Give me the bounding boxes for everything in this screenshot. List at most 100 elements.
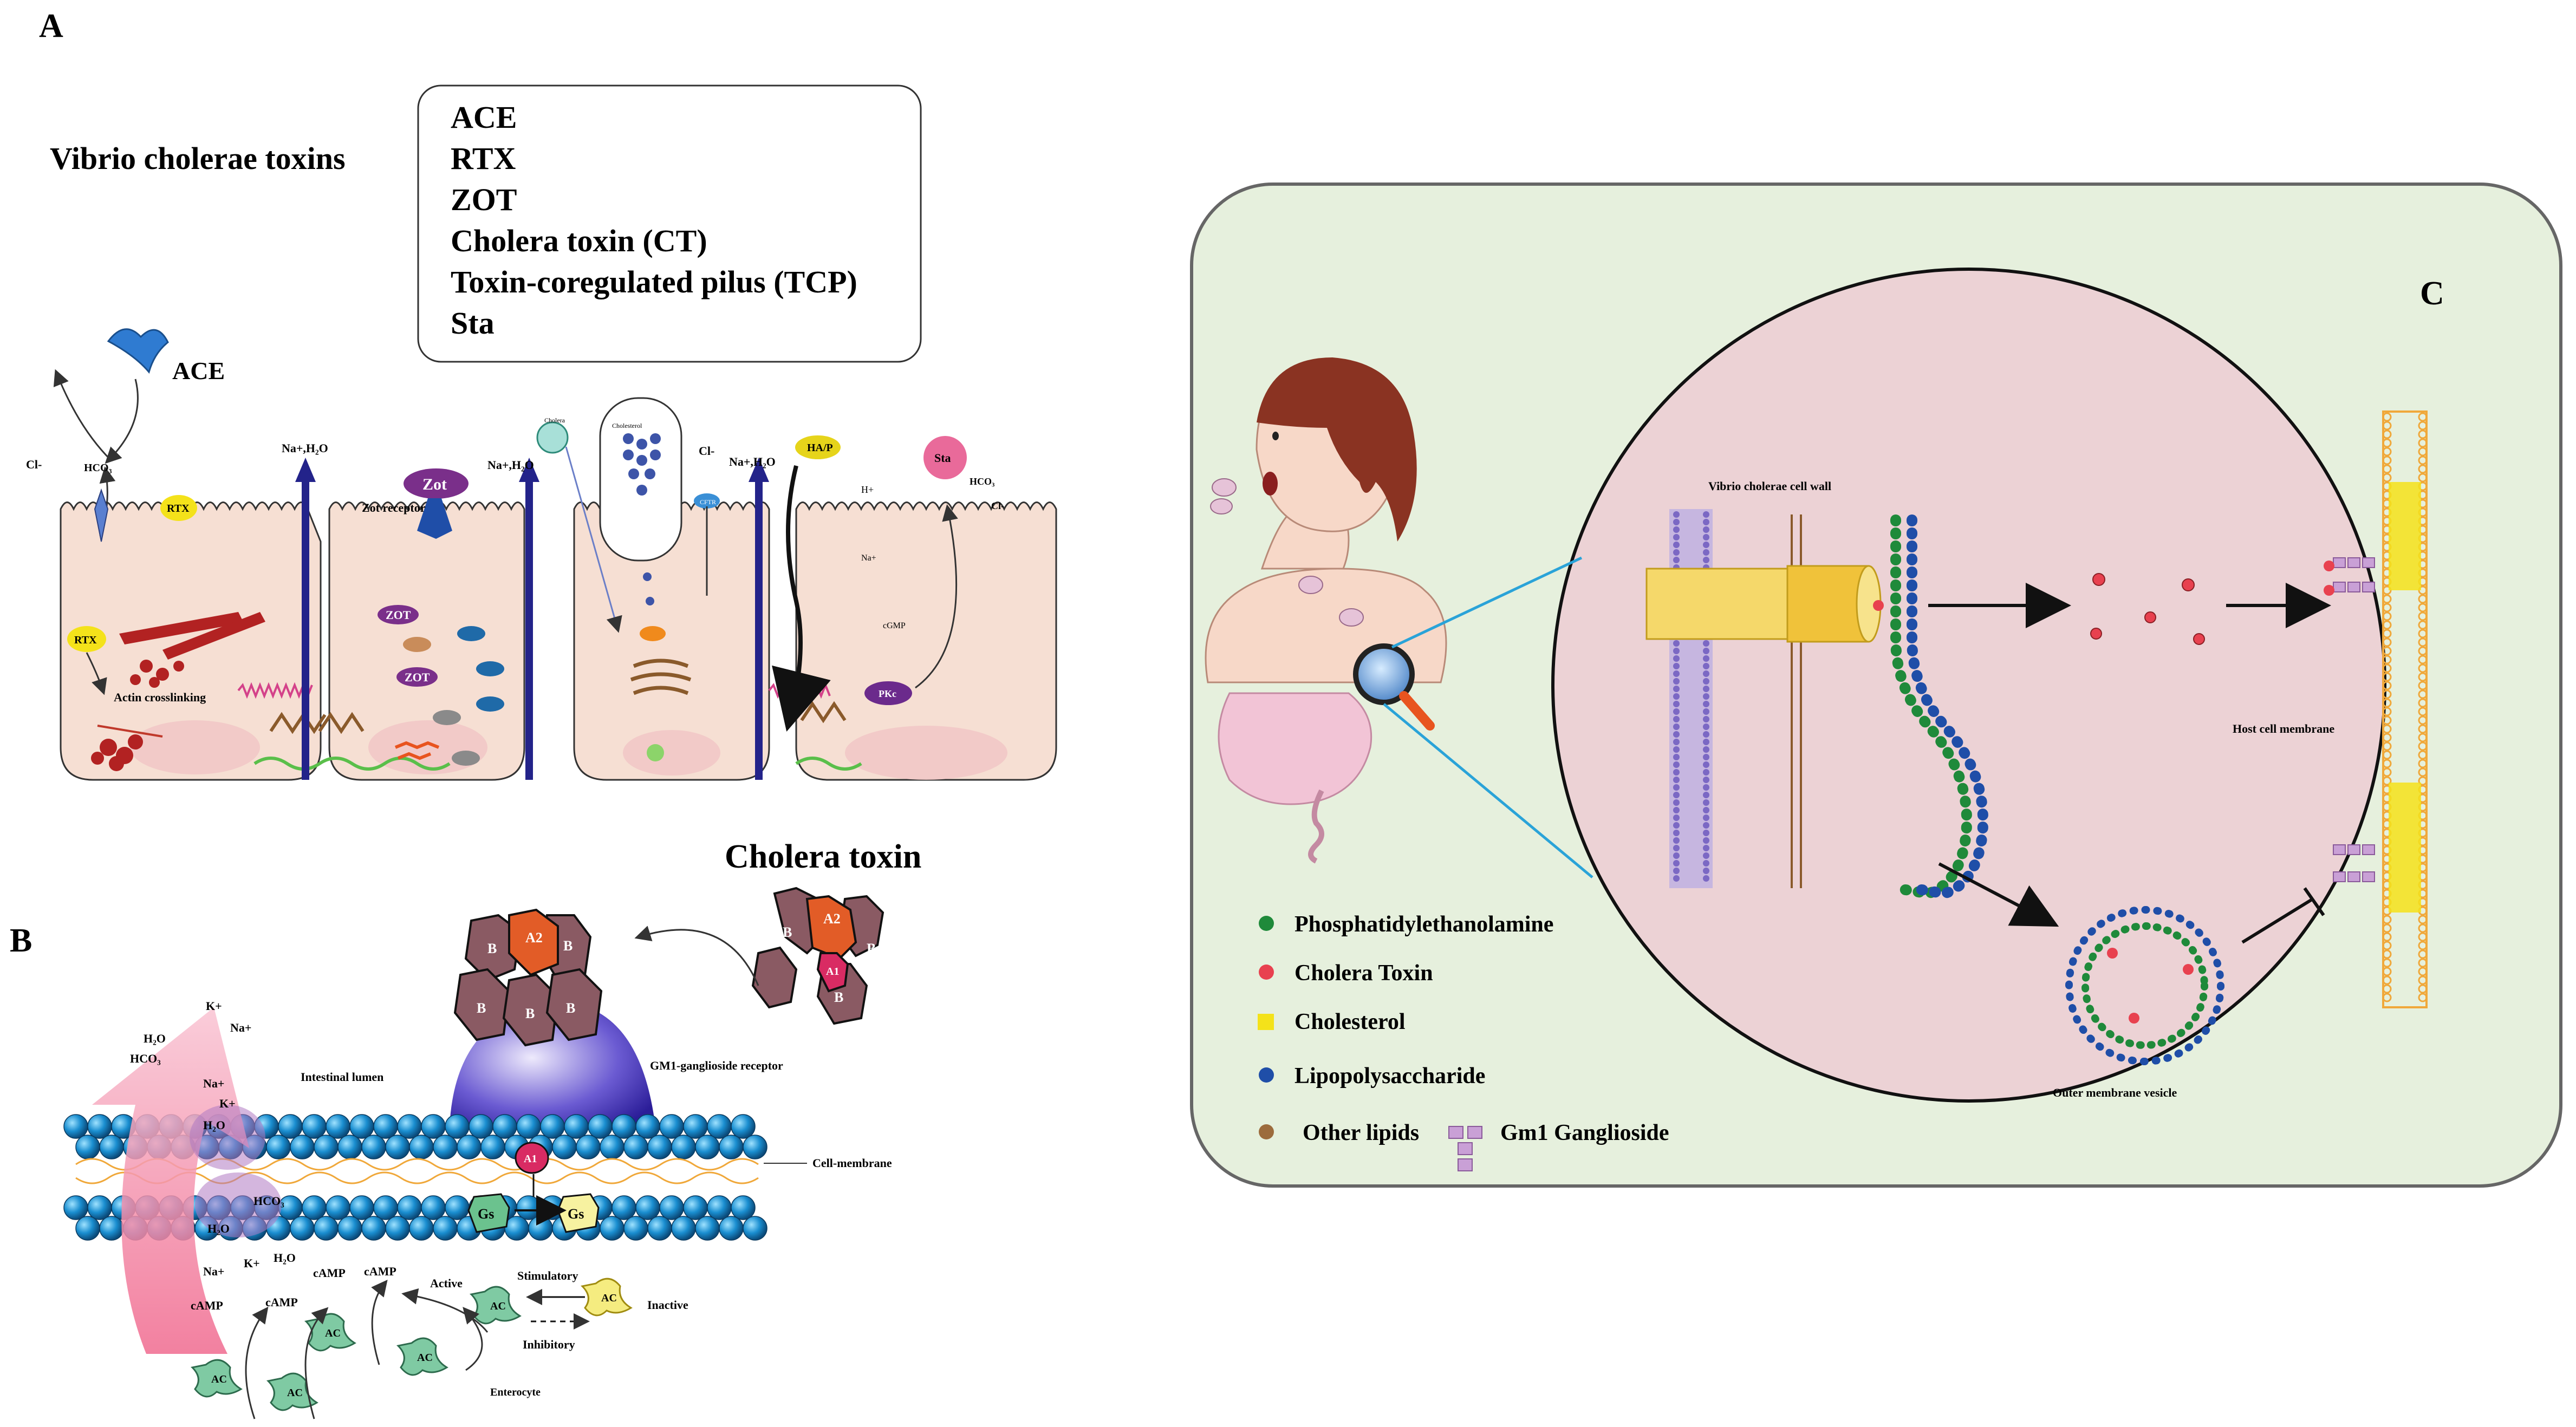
membrane-ball	[397, 1114, 422, 1139]
membrane-ball	[516, 1114, 541, 1139]
sta-label: Sta	[934, 451, 951, 465]
inner-lipid-head	[1703, 648, 1709, 654]
inner-lipid-head	[1673, 670, 1680, 677]
inner-lipid-head	[1703, 792, 1709, 798]
membrane-ball	[361, 1216, 386, 1241]
membrane-ball	[719, 1216, 744, 1241]
toxin-particles	[623, 433, 661, 605]
membrane-ball	[588, 1114, 613, 1139]
host-lipid-head	[2418, 707, 2428, 716]
host-lipid-head	[2382, 464, 2392, 474]
cholera-label: Cholera	[544, 416, 565, 424]
membrane-ball	[266, 1135, 291, 1159]
membrane-ball	[647, 1216, 672, 1241]
host-lipid-head	[2418, 689, 2428, 699]
membrane-ball	[612, 1195, 636, 1220]
cftr-label: CFTR	[700, 498, 716, 506]
omv-label: Outer membrane vesicle	[2053, 1086, 2177, 1099]
inner-lipid-head	[1703, 663, 1709, 669]
legend-swatch-other	[1259, 1124, 1274, 1139]
legend-swatch-ct	[1259, 965, 1274, 980]
host-lipid-head	[2382, 724, 2392, 734]
host-lipid-head	[2382, 655, 2392, 664]
host-lipid-head	[2418, 655, 2428, 664]
host-lipid-head	[2418, 637, 2428, 647]
a1-label: A1	[524, 1153, 537, 1165]
host-lipid-head	[2382, 993, 2392, 1002]
stimulatory-label: Stimulatory	[517, 1269, 578, 1282]
inner-lipid-head	[1703, 822, 1709, 829]
inner-lipid-head	[1703, 777, 1709, 783]
hco3-label-2: HCO₃	[970, 476, 995, 487]
inner-lipid-head	[1673, 701, 1680, 707]
h2o-label-2: H₂O	[203, 1118, 225, 1132]
na-label-3: Na+	[203, 1265, 224, 1278]
zot-receptor-label: Zot receptor	[362, 501, 426, 514]
cgmp-label: cGMP	[883, 621, 906, 630]
legend-label: Phosphatidylethanolamine	[1294, 912, 1553, 937]
inner-lipid-head	[1673, 761, 1680, 768]
free-a2-label: A2	[823, 911, 841, 927]
toxin-item: ACE	[451, 100, 517, 135]
membrane-ball	[552, 1135, 577, 1159]
na-label: Na+	[861, 553, 876, 563]
host-lipid-head	[2418, 594, 2428, 604]
membrane-ball	[326, 1195, 350, 1220]
membrane-ball	[63, 1195, 88, 1220]
camp-label-3: cAMP	[313, 1266, 346, 1280]
membrane-ball	[612, 1114, 636, 1139]
panel-a-title: Vibrio cholerae toxins	[50, 141, 346, 176]
inner-lipid-head	[1673, 815, 1680, 821]
ac-label-1: AC	[490, 1300, 506, 1312]
membrane-ball	[361, 1135, 386, 1159]
inner-lipid-head	[1703, 746, 1709, 753]
host-lipid-head	[2382, 975, 2392, 985]
h2o-label-3: H₂O	[207, 1222, 230, 1235]
pkc-label: PKc	[879, 688, 896, 699]
inner-lipid-head	[1673, 754, 1680, 760]
membrane-ball	[278, 1114, 303, 1139]
inner-lipid-head	[1703, 852, 1709, 859]
omv-fusion-line	[2241, 897, 2314, 944]
enterocyte-label: Enterocyte	[490, 1386, 541, 1398]
membrane-ball	[707, 1195, 732, 1220]
membrane-ball	[743, 1135, 767, 1159]
host-lipid-head	[2382, 637, 2392, 647]
inner-lipid-head	[1673, 852, 1680, 859]
host-lipid-head	[2418, 464, 2428, 474]
camp-label-2: cAMP	[265, 1295, 298, 1309]
toxin-item: Toxin-coregulated pilus (TCP)	[451, 264, 857, 299]
membrane-ball	[290, 1135, 315, 1159]
inactive-label: Inactive	[647, 1298, 688, 1312]
inner-lipid-head	[1673, 784, 1680, 791]
membrane-ball	[683, 1195, 708, 1220]
pkc-node	[864, 681, 912, 705]
host-lipid-head	[2418, 759, 2428, 768]
host-lipid-head	[2382, 698, 2392, 708]
inner-lipid-head	[1673, 655, 1680, 662]
k-label-2: K+	[219, 1097, 236, 1110]
cholesterol-vesicle	[599, 397, 682, 562]
gs-label-1: Gs	[478, 1206, 494, 1222]
inner-lipid-head	[1703, 830, 1709, 836]
host-lipid-head	[2382, 923, 2392, 933]
gm1-receptor-label: GM1-ganglioside receptor	[650, 1059, 783, 1072]
ion-labels: K+ Na+ H₂O HCO₃ Na+ K+ H₂O HCO₃ H₂O Na+ …	[130, 999, 396, 1312]
free-cholera-toxins	[2090, 573, 2205, 645]
zoom-line-bottom	[1383, 703, 1593, 878]
membrane-ball	[671, 1135, 696, 1159]
inner-lipid-head	[1703, 655, 1709, 662]
inner-lipid-head	[1703, 724, 1709, 730]
host-membrane-label: Host cell membrane	[2233, 722, 2334, 735]
panel-b-label: B	[10, 922, 32, 959]
membrane-ball	[683, 1114, 708, 1139]
inner-lipid-head	[1673, 511, 1680, 518]
omv-fusion-cap	[2303, 887, 2325, 916]
gm1-on-host	[2333, 557, 2375, 882]
membrane-ball	[302, 1195, 327, 1220]
inner-lipid-head	[1673, 648, 1680, 654]
host-lipid-head	[2418, 603, 2428, 612]
membrane-ball	[445, 1195, 470, 1220]
host-lipid-head	[2418, 984, 2428, 994]
inner-lipid-head	[1673, 792, 1680, 798]
